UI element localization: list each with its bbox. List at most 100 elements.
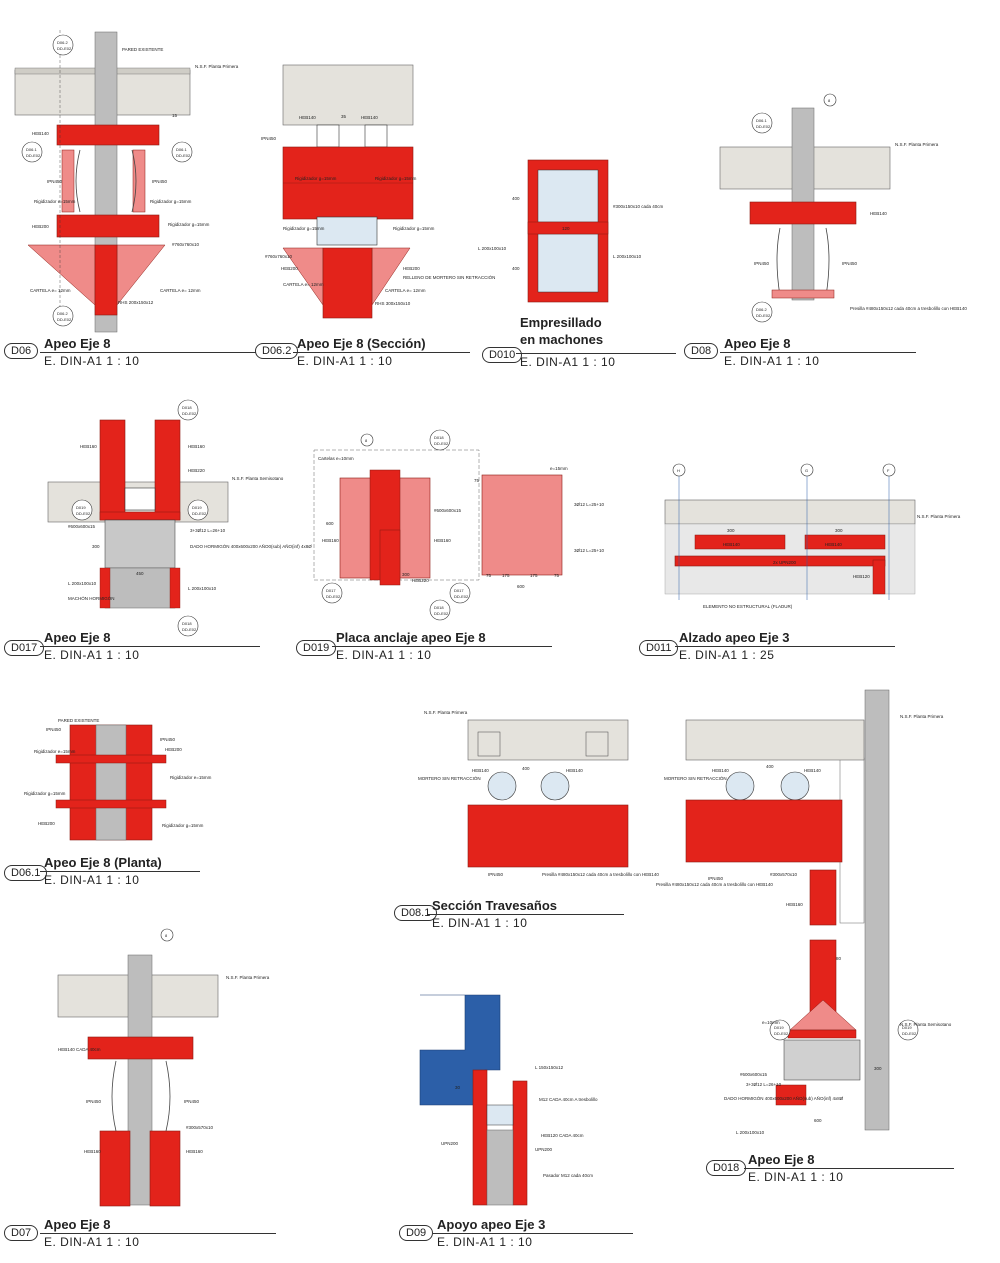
svg-text:DD-E02: DD-E02	[774, 1031, 789, 1036]
mortar-left	[487, 771, 517, 801]
svg-text:#760x760x10: #760x760x10	[172, 242, 200, 247]
bubble-f: F	[887, 468, 890, 473]
svg-text:300: 300	[92, 544, 100, 549]
svg-text:N.S.F. Planta Primera: N.S.F. Planta Primera	[900, 714, 944, 719]
svg-text:UPN200: UPN200	[535, 1147, 553, 1152]
bubble-right: D06.1	[176, 147, 187, 152]
drawing-d07-svg: 8 N.S.F. Planta Primera HEB140 CADA 40cm…	[57, 928, 270, 1207]
drawing-d08-1: N.S.F. Planta Primera HEB140 HEB140 MORT…	[390, 710, 659, 935]
svg-text:HEB200: HEB200	[38, 821, 55, 826]
svg-text:HEB200: HEB200	[281, 266, 298, 271]
upn200-right	[512, 1080, 528, 1206]
mortar-right	[540, 771, 570, 801]
svg-text:Rigidizador g=15mm: Rigidizador g=15mm	[283, 226, 325, 231]
drawing-scale: E. DIN-A1 1 : 10	[437, 1235, 533, 1249]
svg-text:3+3Ø12 L=26+10: 3+3Ø12 L=26+10	[190, 528, 226, 533]
svg-text:IPN450: IPN450	[842, 261, 858, 266]
heb140-beam	[56, 124, 160, 146]
drawing-d010: #300x150x10 cada 40cm L 200x100x10 L 200…	[478, 140, 678, 375]
svg-text:IPN450: IPN450	[488, 872, 504, 877]
bubble-h: H	[677, 468, 680, 473]
drawing-d06: D06.2 DD-E02 D06.1 DD-E02 D06.1 DD-E02 D…	[0, 20, 260, 375]
heb160-left	[99, 1130, 131, 1207]
svg-text:HEB140: HEB140	[870, 211, 887, 216]
svg-text:e=15mm: e=15mm	[550, 466, 568, 471]
svg-text:DD-E02: DD-E02	[902, 1031, 917, 1036]
svg-text:#300x570x10: #300x570x10	[770, 872, 798, 877]
title-rule	[428, 914, 624, 915]
mortar-pad	[486, 1104, 514, 1126]
svg-text:HEB140 CADA 40cm: HEB140 CADA 40cm	[58, 1047, 101, 1052]
svg-text:HEB160: HEB160	[188, 444, 205, 449]
drawing-d010-svg: #300x150x10 cada 40cm L 200x100x10 L 200…	[478, 159, 664, 303]
bubble-g: G	[805, 468, 808, 473]
svg-text:120: 120	[562, 226, 570, 231]
svg-text:300: 300	[402, 572, 410, 577]
svg-text:L 200x100x10: L 200x100x10	[613, 254, 642, 259]
svg-text:IPN450: IPN450	[47, 179, 63, 184]
svg-text:Presilla #480x150x12 cada 40cm: Presilla #480x150x12 cada 40cm a tresbol…	[656, 882, 773, 887]
existing-wall	[95, 724, 127, 841]
heb220	[124, 487, 156, 511]
drawing-title: Apeo Eje 8 (Planta)	[44, 855, 162, 870]
title-rule	[720, 352, 916, 353]
drawing-d07: 8 N.S.F. Planta Primera HEB140 CADA 40cm…	[0, 925, 290, 1255]
drawing-d011-svg: H G F N.S.F. Planta Primera HEB140 HEB14…	[664, 463, 961, 609]
svg-text:15: 15	[172, 113, 178, 118]
svg-text:L 150x150x12: L 150x150x12	[535, 1065, 564, 1070]
svg-text:Cartelas e=10mm: Cartelas e=10mm	[318, 456, 354, 461]
floor-slab	[664, 499, 916, 525]
svg-text:300: 300	[835, 528, 843, 533]
drawing-title: Apeo Eje 8	[44, 630, 111, 645]
svg-text:HEB200: HEB200	[165, 747, 182, 752]
svg-text:HEB220: HEB220	[412, 578, 429, 583]
heb160-post	[809, 869, 837, 926]
drawing-title: Apeo Eje 8	[44, 1217, 111, 1232]
svg-text:DADO HORMIGÓN 400x600x200 AÑO0: DADO HORMIGÓN 400x600x200 AÑO0(sub) AÑO(…	[190, 543, 312, 549]
svg-text:Rigidizador g=15mm: Rigidizador g=15mm	[375, 176, 417, 181]
svg-text:#300x150x10 cada 40cm: #300x150x10 cada 40cm	[613, 204, 664, 209]
svg-text:Rigidizador g=15mm: Rigidizador g=15mm	[162, 823, 204, 828]
svg-text:DD-E02: DD-E02	[57, 46, 72, 51]
svg-text:80: 80	[836, 956, 842, 961]
heb140-beam	[694, 534, 786, 550]
svg-text:DD-E02: DD-E02	[326, 594, 341, 599]
svg-text:75: 75	[474, 478, 480, 483]
drawing-title: Placa anclaje apeo Eje 8	[336, 630, 486, 645]
svg-text:HEB160: HEB160	[186, 1149, 203, 1154]
drawing-scale: E. DIN-A1 1 : 10	[44, 354, 140, 368]
svg-text:175: 175	[530, 573, 538, 578]
drawing-title: Empresillado	[520, 315, 602, 330]
heb140-beam	[749, 201, 857, 225]
svg-text:Pasador M12 cada 40cm: Pasador M12 cada 40cm	[543, 1173, 593, 1178]
drawing-d019: 8 D018 DD-E02 D017 DD-E02 D017 DD-E02 D0…	[292, 429, 622, 670]
svg-text:400: 400	[512, 266, 520, 271]
svg-text:IPN450: IPN450	[708, 876, 724, 881]
svg-text:2x UPN200: 2x UPN200	[773, 560, 797, 565]
svg-text:30: 30	[455, 1085, 461, 1090]
svg-text:N.S.F. Planta Primera: N.S.F. Planta Primera	[195, 64, 239, 69]
svg-text:#600x600x15: #600x600x15	[740, 1072, 768, 1077]
ipn450-beam	[467, 804, 629, 868]
drawing-tag: D019	[296, 640, 337, 656]
cartelas	[789, 999, 857, 1031]
heb160-left	[99, 419, 126, 521]
svg-text:HEB140: HEB140	[472, 768, 489, 773]
svg-text:M12 CADA 40cm A tresbolillo: M12 CADA 40cm A tresbolillo	[539, 1097, 598, 1102]
bubble-left: D017	[326, 588, 336, 593]
svg-text:Rigidizador g=15mm: Rigidizador g=15mm	[393, 226, 435, 231]
stiffener-left	[61, 149, 75, 213]
floor-slab	[282, 64, 414, 126]
bubble-top: D018	[434, 435, 444, 440]
svg-text:450: 450	[136, 571, 144, 576]
bubble-bottom: D06.2	[756, 307, 767, 312]
heb140-left	[316, 124, 340, 148]
drawing-title: Apoyo apeo Eje 3	[437, 1217, 546, 1232]
svg-text:HEB140: HEB140	[723, 542, 740, 547]
svg-text:L 200x100x10: L 200x100x10	[68, 581, 97, 586]
bubble-axis: 8	[165, 933, 168, 938]
drawing-title: Apeo Eje 8	[724, 336, 791, 351]
svg-text:DD-E02: DD-E02	[76, 511, 91, 516]
drawing-scale: E. DIN-A1 1 : 10	[336, 648, 432, 662]
drawing-d06-1-svg: PARED EXISTENTE IPN450 IPN450 HEB200 Rig…	[24, 718, 212, 841]
